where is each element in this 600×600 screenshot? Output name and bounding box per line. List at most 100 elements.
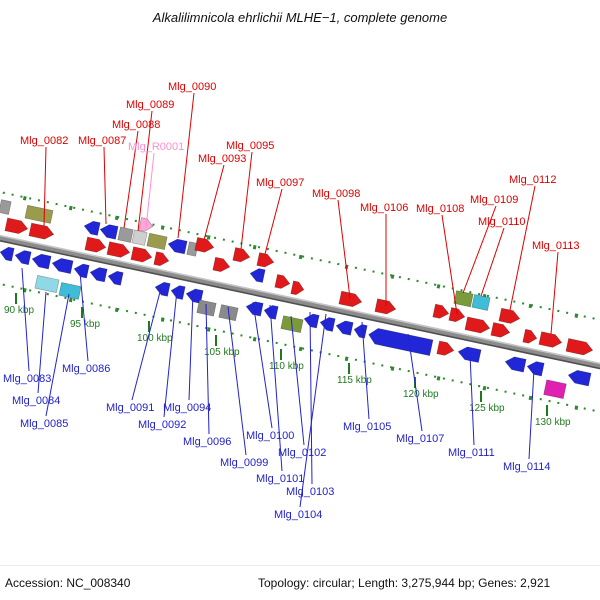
gene-label-bottom[interactable]: Mlg_0111: [448, 447, 495, 459]
gene-label-bottom[interactable]: Mlg_0085: [20, 418, 68, 430]
gene-arrow[interactable]: [73, 262, 90, 279]
gene-label-top[interactable]: Mlg_0087: [78, 135, 126, 147]
gene-arrow[interactable]: [99, 223, 119, 240]
gene-arrow[interactable]: [154, 281, 171, 297]
gene-arrow[interactable]: [194, 237, 215, 253]
gene-label-bottom[interactable]: Mlg_0102: [278, 447, 326, 459]
gene-label-bottom[interactable]: Mlg_0104: [274, 509, 322, 521]
gene-arrow[interactable]: [353, 323, 368, 339]
gene-arrow[interactable]: [245, 300, 264, 317]
gene-label-top[interactable]: Mlg_0093: [198, 153, 246, 165]
gene-arrow[interactable]: [335, 319, 354, 336]
gene-arrow[interactable]: [34, 275, 60, 294]
gene-label-bottom[interactable]: Mlg_0086: [62, 363, 110, 375]
gene-arrow[interactable]: [131, 229, 148, 246]
gene-arrow[interactable]: [83, 220, 101, 236]
gene-arrow[interactable]: [565, 338, 594, 356]
gene-arrow[interactable]: [51, 257, 74, 274]
gene-arrow[interactable]: [186, 241, 199, 257]
gene-arrow[interactable]: [117, 226, 134, 243]
gene-label-bottom[interactable]: Mlg_0105: [343, 421, 391, 433]
gene-arrow[interactable]: [432, 303, 450, 320]
gene-arrow[interactable]: [464, 316, 491, 335]
gene-arrow[interactable]: [146, 232, 168, 251]
gene-label-top[interactable]: Mlg_0108: [416, 203, 464, 215]
leader-line-bottom: [205, 303, 210, 435]
gene-arrow[interactable]: [212, 256, 231, 273]
gene-label-top[interactable]: Mlg_0090: [168, 81, 216, 93]
gene-arrow[interactable]: [522, 328, 538, 344]
gene-label-bottom[interactable]: Mlg_0103: [286, 486, 334, 498]
gene-label-top[interactable]: Mlg_0106: [360, 202, 408, 214]
gene-label-top[interactable]: Mlg_0097: [256, 177, 304, 189]
gene-arrow[interactable]: [263, 304, 279, 320]
leader-line-top: [509, 185, 536, 311]
gene-label-bottom[interactable]: Mlg_0094: [163, 402, 211, 414]
gene-arrow[interactable]: [490, 322, 511, 338]
gene-arrow[interactable]: [84, 236, 107, 254]
gene-label-bottom[interactable]: Mlg_0099: [220, 457, 268, 469]
gene-arrow[interactable]: [107, 270, 124, 286]
gene-arrow[interactable]: [543, 379, 567, 399]
accession-text: Accession: NC_008340: [5, 576, 131, 590]
gene-arrow[interactable]: [4, 217, 29, 235]
gene-label-bottom[interactable]: Mlg_0100: [246, 430, 294, 442]
leader-line-bottom: [131, 287, 162, 401]
gene-arrow[interactable]: [526, 360, 545, 377]
gene-label-bottom[interactable]: Mlg_0084: [12, 395, 60, 407]
gene-label-top[interactable]: Mlg_0089: [126, 99, 174, 111]
gene-arrow[interactable]: [185, 287, 204, 304]
gene-arrow[interactable]: [89, 266, 108, 283]
gene-arrow[interactable]: [138, 217, 154, 232]
gene-arrow[interactable]: [28, 222, 55, 241]
gene-arrow[interactable]: [167, 237, 188, 255]
gene-label-top[interactable]: Mlg_R0001: [128, 141, 184, 153]
gene-arrow[interactable]: [457, 345, 482, 363]
gene-arrow[interactable]: [374, 298, 397, 316]
gene-arrow[interactable]: [0, 199, 12, 215]
gene-arrow[interactable]: [538, 331, 563, 349]
gene-label-top[interactable]: Mlg_0088: [112, 119, 160, 131]
gene-arrow[interactable]: [31, 253, 52, 270]
gene-arrow[interactable]: [567, 369, 592, 387]
gene-arrow[interactable]: [448, 307, 466, 324]
gene-arrow[interactable]: [106, 241, 131, 259]
scale-label: 125 kbp: [469, 403, 505, 414]
gene-label-bottom[interactable]: Mlg_0107: [396, 433, 444, 445]
gene-arrow[interactable]: [232, 247, 251, 264]
gene-arrow[interactable]: [170, 284, 186, 300]
gene-arrow[interactable]: [24, 204, 54, 224]
gene-label-top[interactable]: Mlg_0112: [509, 174, 557, 186]
leader-line-top: [480, 227, 505, 297]
gene-arrow[interactable]: [274, 274, 291, 290]
gene-arrow[interactable]: [498, 307, 521, 325]
gene-label-bottom[interactable]: Mlg_0092: [138, 419, 186, 431]
gene-arrow[interactable]: [504, 355, 527, 373]
gene-label-bottom[interactable]: Mlg_0114: [503, 461, 551, 473]
gene-label-bottom[interactable]: Mlg_0101: [256, 473, 304, 485]
gene-arrow[interactable]: [249, 267, 266, 283]
gene-label-bottom[interactable]: Mlg_0096: [183, 436, 231, 448]
gene-label-top[interactable]: Mlg_0113: [532, 240, 580, 252]
gene-arrow[interactable]: [436, 340, 455, 357]
gene-label-bottom[interactable]: Mlg_0083: [3, 373, 51, 385]
gene-arrow[interactable]: [0, 246, 15, 262]
gene-arrow[interactable]: [153, 251, 170, 268]
gene-arrow[interactable]: [130, 246, 153, 264]
gene-label-top[interactable]: Mlg_0082: [20, 135, 68, 147]
gene-arrow[interactable]: [338, 290, 363, 308]
gene-label-bottom[interactable]: Mlg_0091: [106, 402, 154, 414]
gene-arrow[interactable]: [471, 294, 491, 311]
gene-arrow[interactable]: [256, 252, 275, 269]
gene-arrow[interactable]: [14, 249, 32, 266]
gene-arrow[interactable]: [319, 316, 336, 332]
gene-label-top[interactable]: Mlg_0110: [478, 216, 526, 228]
gene-label-top[interactable]: Mlg_0098: [312, 188, 360, 200]
leader-line-top: [123, 130, 139, 229]
gene-arrow[interactable]: [367, 327, 434, 357]
gene-arrow[interactable]: [303, 312, 320, 329]
gene-arrow[interactable]: [58, 282, 82, 300]
gene-label-top[interactable]: Mlg_0109: [470, 194, 518, 206]
gene-arrow[interactable]: [290, 280, 305, 296]
gene-label-top[interactable]: Mlg_0095: [226, 140, 274, 152]
